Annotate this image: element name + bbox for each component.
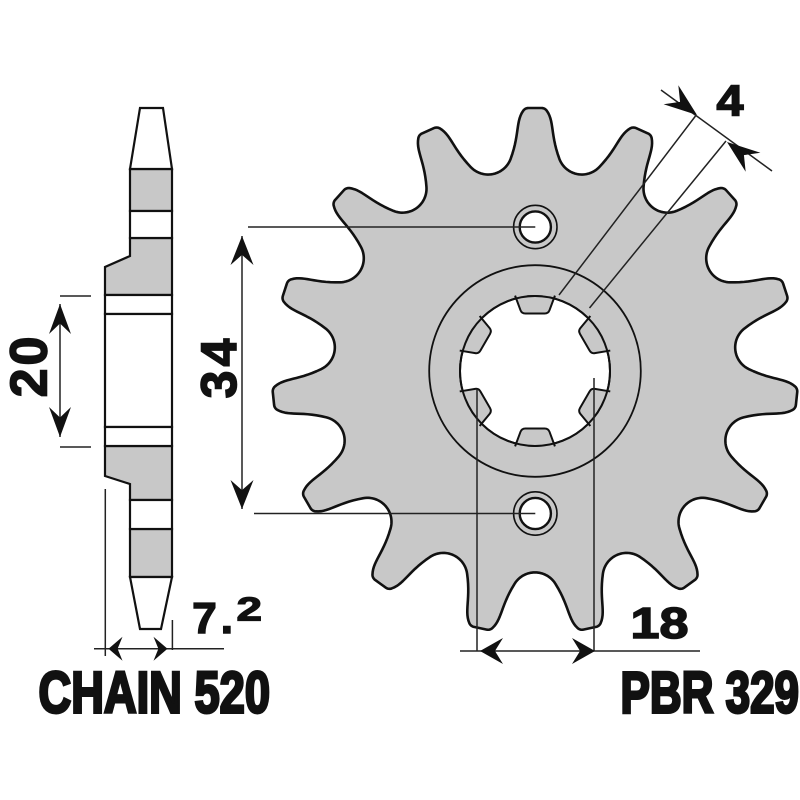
svg-text:34: 34 xyxy=(191,335,247,399)
svg-text:2: 2 xyxy=(237,590,263,627)
svg-text:PBR 329: PBR 329 xyxy=(621,661,800,726)
svg-text:7.: 7. xyxy=(192,594,237,643)
svg-text:18: 18 xyxy=(631,599,689,648)
svg-text:20: 20 xyxy=(1,334,59,398)
svg-text:4: 4 xyxy=(717,77,745,126)
svg-text:CHAIN 520: CHAIN 520 xyxy=(39,661,271,726)
